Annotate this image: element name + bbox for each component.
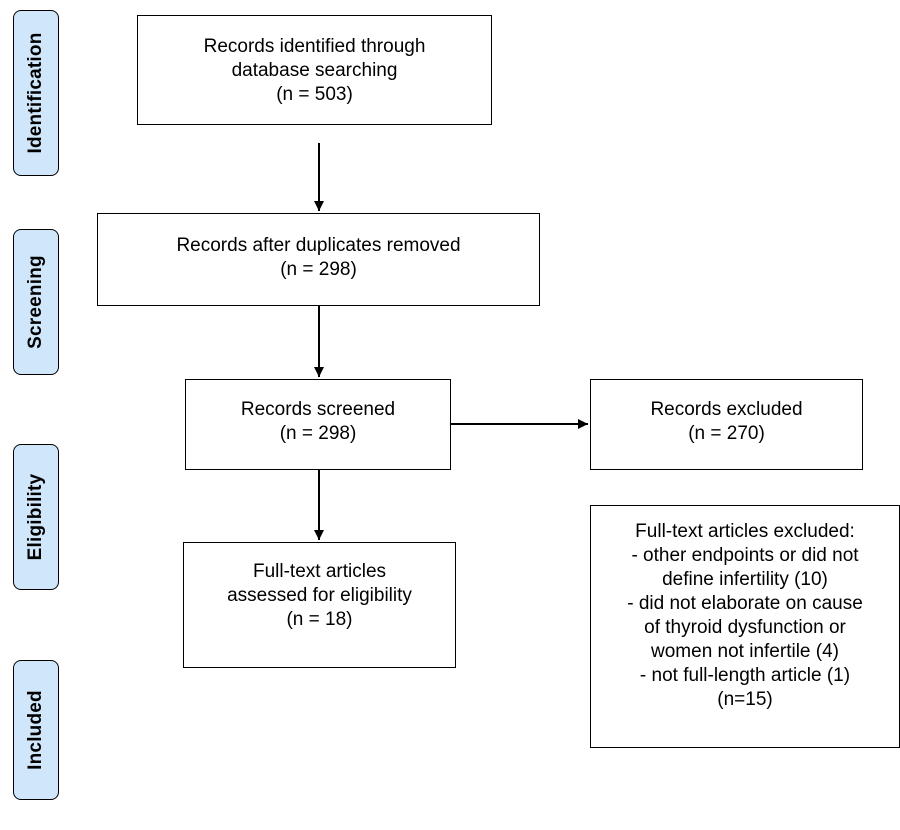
stage-tab-screening: Screening [13, 229, 59, 375]
box-line: - not full-length article (1) [639, 665, 851, 686]
box-fulltext-assessed: Full-text articles assessed for eligibil… [183, 542, 456, 668]
stage-tab-included: Included [13, 660, 59, 800]
box-line: (n=15) [717, 689, 773, 710]
box-line: (n = 18) [286, 609, 353, 630]
box-line: - did not elaborate on cause [627, 593, 863, 614]
box-line: Records excluded [650, 399, 803, 420]
box-line: (n = 503) [276, 84, 353, 105]
box-line: Full-text articles excluded: [635, 521, 855, 542]
box-line: assessed for eligibility [227, 585, 412, 606]
box-records-screened: Records screened (n = 298) [185, 379, 451, 470]
box-line: Records screened [240, 399, 396, 420]
box-records-excluded: Records excluded (n = 270) [590, 379, 863, 470]
box-records-identified: Records identified through database sear… [137, 15, 492, 125]
box-line: (n = 270) [688, 423, 765, 444]
box-line: define infertility (10) [662, 569, 828, 590]
box-line: (n = 298) [279, 423, 357, 444]
box-line: Records identified through [203, 36, 426, 57]
box-line: - other endpoints or did not [631, 545, 859, 566]
box-fulltext-excluded: Full-text articles excluded: - other end… [590, 505, 900, 748]
box-line: of thyroid dysfunction or [644, 617, 846, 638]
box-line: women not infertile (4) [651, 641, 839, 662]
box-line: (n = 298) [280, 259, 357, 280]
box-line: Full-text articles [252, 561, 387, 582]
stage-tab-identification: Identification [13, 10, 59, 176]
stage-tab-eligibility: Eligibility [13, 444, 59, 590]
box-line: Records after duplicates removed [176, 235, 461, 256]
box-line: database searching [231, 60, 398, 81]
box-duplicates-removed: Records after duplicates removed (n = 29… [97, 213, 540, 306]
